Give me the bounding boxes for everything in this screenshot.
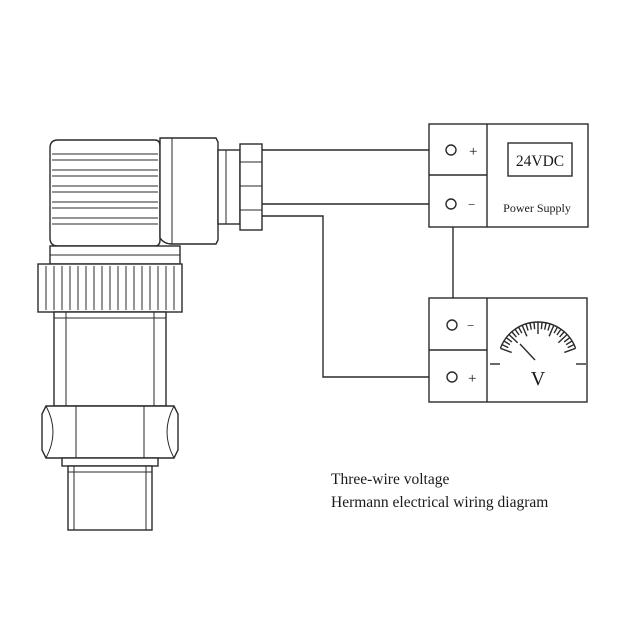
voltage-label-box [507, 142, 573, 177]
meter-needle [519, 343, 536, 361]
meter-scale-tick [514, 328, 520, 336]
meter-scale-tick [565, 340, 573, 346]
meter-scale-tick [511, 331, 517, 338]
meter-scale-tick [505, 337, 513, 343]
wire-signal [262, 215, 446, 378]
power-supply: + − 24VDC Power Supply [428, 123, 589, 228]
meter-terminal-negative-label: − [467, 318, 474, 333]
connector-head-ribs [52, 153, 158, 225]
pressure-transmitter [37, 137, 263, 531]
voltmeter: − + V [428, 297, 588, 403]
power-supply-terminal-positive-label: + [469, 144, 477, 160]
terminal-positive [445, 144, 457, 156]
meter-scale-tick [540, 322, 543, 330]
wires [262, 149, 454, 378]
meter-scale-tick [556, 328, 562, 336]
meter-symbol: V [531, 368, 546, 390]
meter-scale-tick [508, 334, 519, 344]
caption-line-1: Three-wire voltage [331, 471, 450, 488]
power-supply-terminal-negative-label: − [468, 197, 475, 212]
knurled-ring-ridges [45, 266, 175, 310]
meter-terminal-positive-label: + [468, 371, 476, 387]
meter-scale-tick [501, 343, 509, 349]
meter-scale-tick [517, 326, 523, 334]
meter-scale-tick [557, 334, 568, 344]
caption-line-2: Hermann electrical wiring diagram [331, 494, 549, 511]
meter-scale-tick [503, 340, 511, 346]
meter-scale [490, 321, 586, 365]
meter-scale-tick [559, 331, 565, 338]
meter-scale-tick [563, 337, 571, 343]
meter-scale-tick [543, 322, 547, 330]
meter-terminal-negative [446, 319, 458, 331]
meter-scale-tick [525, 323, 529, 331]
terminal-negative [445, 198, 457, 210]
voltage-label: 24VDC [516, 153, 564, 170]
meter-scale-tick [548, 324, 555, 337]
meter-scale-tick [529, 322, 533, 330]
meter-scale-tick [547, 323, 551, 331]
meter-scale-tick [533, 322, 536, 330]
power-supply-label: Power Supply [503, 201, 571, 215]
meter-scale-tick [521, 324, 528, 337]
meter-scale-tick [564, 347, 576, 354]
meter-scale-tick [567, 343, 575, 349]
meter-scale-tick [553, 326, 559, 334]
meter-scale-tick [500, 347, 512, 354]
meter-terminal-positive [446, 371, 458, 383]
